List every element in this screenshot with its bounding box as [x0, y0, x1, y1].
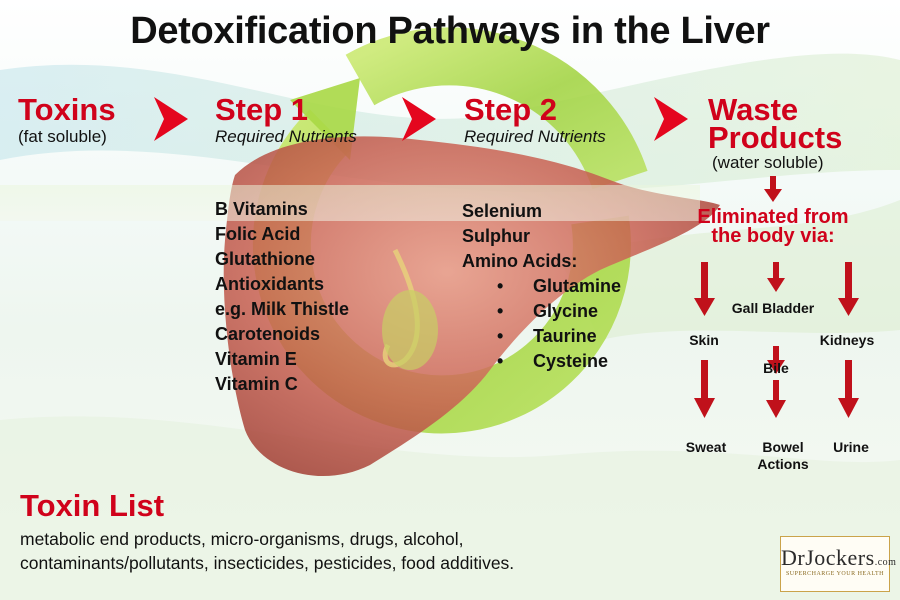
eliminated-line2: the body via: [711, 225, 835, 247]
waste-heading-line1: Waste [708, 92, 799, 127]
eliminated-line1: Eliminated from [697, 206, 849, 228]
sweat-label: Sweat [685, 439, 727, 455]
amino-acid-item: •Glutamine [497, 276, 622, 296]
arrow-down-icon [838, 360, 859, 418]
arrow-down-icon [764, 176, 782, 202]
liver-illustration [223, 136, 721, 477]
logo-tagline: SUPERCHARGE YOUR HEALTH [785, 571, 885, 577]
nutrient-item: Glutathione [215, 249, 315, 269]
step1-nutrient-list: B Vitamins Folic Acid Glutathione Antiox… [215, 197, 349, 397]
page-title: Detoxification Pathways in the Liver [130, 10, 770, 52]
waste-subtitle: (water soluble) [712, 153, 824, 172]
toxin-list-line2: contaminants/pollutants, insecticides, p… [20, 553, 515, 573]
nutrient-item: Folic Acid [215, 224, 301, 244]
toxin-list-line1: metabolic end products, micro-organisms,… [20, 529, 464, 549]
amino-acid-list: •Glutamine •Glycine •Taurine •Cysteine [497, 274, 621, 374]
nutrient-item: Antioxidants [215, 274, 325, 294]
arrow-down-icon [694, 262, 715, 316]
step1-heading: Step 1 [215, 92, 309, 127]
step2-nutrient-list: Selenium Sulphur Amino Acids: [462, 199, 577, 274]
step1-subtitle: Required Nutrients [215, 127, 357, 146]
chevron-right-icon [654, 97, 688, 141]
toxins-heading: Toxins [18, 92, 116, 127]
nutrient-item: Vitamin E [215, 349, 297, 369]
elimination-arrows [694, 176, 859, 418]
bile-label: Bile [763, 360, 789, 376]
arrow-down-icon [694, 360, 715, 418]
amino-acid-item: •Glycine [497, 301, 599, 321]
nutrient-item: Amino Acids: [462, 251, 578, 271]
amino-acid-item: •Taurine [497, 326, 597, 346]
waste-heading-line2: Products [708, 120, 843, 155]
kidneys-label: Kidneys [819, 332, 875, 348]
chevron-right-icon [154, 97, 188, 141]
toxins-subtitle: (fat soluble) [18, 127, 107, 146]
logo-wordmark: DrJockers.com [781, 545, 897, 570]
bowel-label-line1: Bowel [762, 439, 804, 455]
bowel-label-line2: Actions [757, 456, 809, 472]
nutrient-item: e.g. Milk Thistle [215, 299, 350, 319]
arrow-down-icon [838, 262, 859, 316]
gall-bladder-label: Gall Bladder [731, 300, 815, 316]
step2-subtitle: Required Nutrients [464, 127, 606, 146]
drjockers-logo[interactable]: DrJockers.com SUPERCHARGE YOUR HEALTH [780, 536, 897, 592]
skin-label: Skin [689, 332, 719, 348]
amino-acid-item: •Cysteine [497, 351, 609, 371]
arrow-down-icon [767, 346, 785, 374]
nutrient-item: Sulphur [462, 226, 530, 246]
nutrient-item: Selenium [462, 201, 543, 221]
nutrient-item: B Vitamins [215, 199, 308, 219]
arrow-down-icon [767, 262, 785, 292]
nutrient-item: Vitamin C [215, 374, 298, 394]
chevron-right-icon [402, 97, 436, 141]
toxin-list-heading: Toxin List [20, 488, 165, 523]
arrow-down-icon [766, 380, 786, 418]
nutrient-item: Carotenoids [215, 324, 321, 344]
urine-label: Urine [833, 439, 869, 455]
step2-heading: Step 2 [464, 92, 558, 127]
